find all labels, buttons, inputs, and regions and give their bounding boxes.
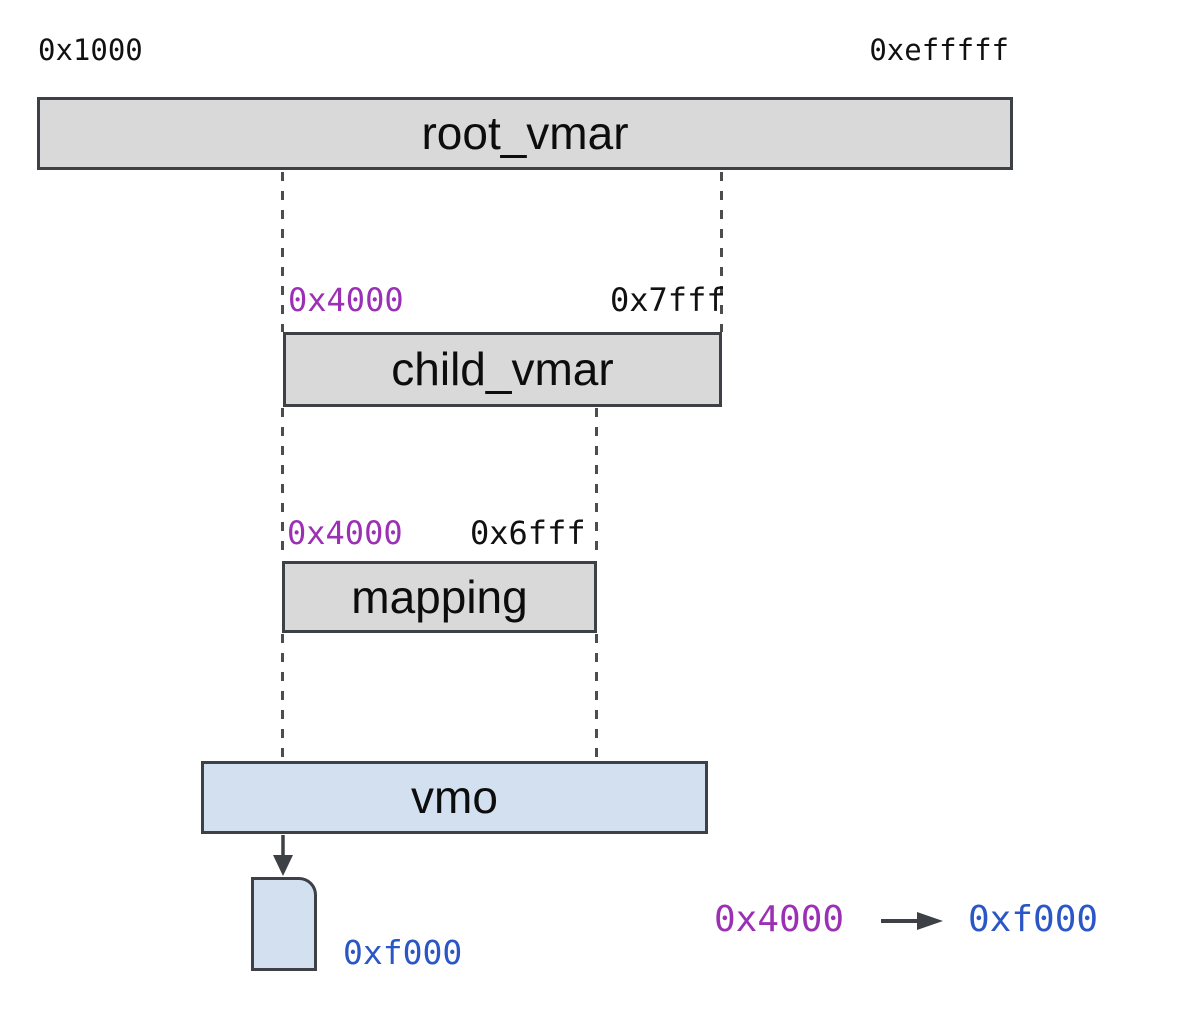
vmo-box: vmo <box>201 761 708 834</box>
child-vmar-box: child_vmar <box>283 332 722 407</box>
projection-line-child-to-mapping-right <box>595 408 598 560</box>
legend-source-label: 0x4000 <box>714 899 845 940</box>
page-box <box>251 877 317 971</box>
projection-line-root-to-child-left <box>281 172 284 332</box>
root-vmar-box: root_vmar <box>37 97 1013 170</box>
vmo-to-page-arrow <box>273 835 293 876</box>
child-vmar-label: child_vmar <box>391 343 614 396</box>
projection-line-mapping-to-vmo-right <box>595 634 598 761</box>
projection-line-root-to-child-right <box>720 172 723 332</box>
mapping-label: mapping <box>351 570 528 623</box>
mapping-end-label: 0x6fff <box>470 514 586 552</box>
mapping-box: mapping <box>282 561 597 633</box>
projection-line-mapping-to-vmo-left <box>281 634 284 761</box>
address-space-end-label: 0xefffff <box>869 33 1009 67</box>
child-vmar-end-label: 0x7fff <box>610 281 726 319</box>
root-vmar-label: root_vmar <box>421 107 629 160</box>
projection-line-child-to-mapping-left <box>281 408 284 560</box>
address-space-start-label: 0x1000 <box>38 33 143 67</box>
vmo-label: vmo <box>411 771 498 824</box>
legend-target-label: 0xf000 <box>968 899 1099 940</box>
legend-arrow <box>881 912 943 930</box>
mapping-start-label: 0x4000 <box>287 514 403 552</box>
page-address-label: 0xf000 <box>343 933 463 972</box>
child-vmar-start-label: 0x4000 <box>288 281 404 319</box>
